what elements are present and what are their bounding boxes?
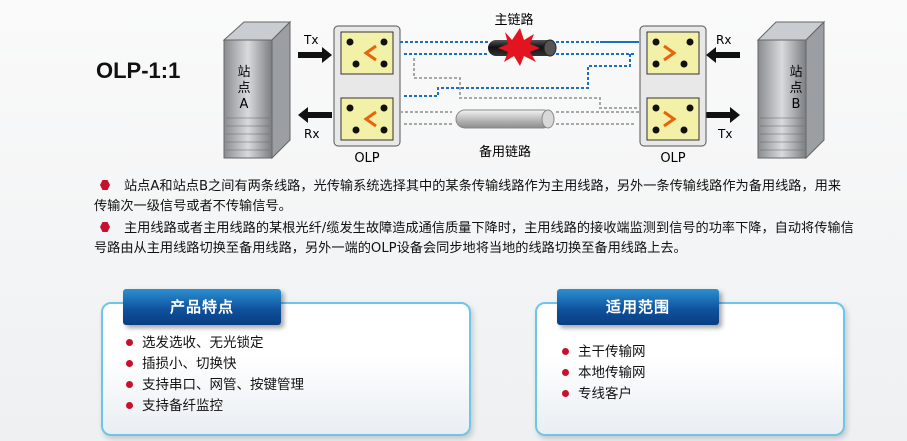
list-item: 支持串口、网管、按键管理	[126, 375, 304, 396]
page-title: OLP-1:1	[96, 58, 181, 83]
olp-label-right: OLP	[660, 151, 685, 166]
site-a-rack	[222, 20, 292, 160]
site-b-label-1: 站	[789, 65, 802, 80]
bullet-icon	[562, 369, 569, 376]
list-item: 选发选收、无光锁定	[126, 333, 304, 354]
description-paragraph-2: 主用线路或者主用线路的某根光纤/缆发生故障造成通信质量下降时，主用线路的接收端监…	[94, 221, 854, 256]
hexagon-bullet-icon	[100, 222, 110, 232]
hexagon-bullet-icon	[100, 180, 110, 190]
arrow-left-icon	[706, 47, 740, 63]
rx-label-left: Rx	[304, 127, 319, 141]
olp-device-right	[639, 25, 707, 147]
list-item: 主干传输网	[562, 342, 646, 363]
list-item: 支持备纤监控	[126, 396, 304, 417]
olp-diagram: 站 点 A 站 点 B Tx Rx Rx Tx OLP	[222, 12, 826, 166]
backup-link-cable	[455, 109, 555, 129]
features-title: 产品特点	[123, 289, 281, 325]
olp-device-left	[333, 25, 401, 147]
site-a-label-1: 站	[237, 65, 250, 80]
bullet-icon	[126, 381, 133, 388]
list-item: 专线客户	[562, 384, 646, 405]
arrow-right-icon	[298, 47, 332, 63]
site-b-label-3: B	[792, 97, 801, 112]
applications-list: 主干传输网 本地传输网 专线客户	[562, 342, 646, 405]
site-a-label-3: A	[240, 97, 249, 112]
bullet-icon	[562, 390, 569, 397]
list-item: 插损小、切换快	[126, 354, 304, 375]
applications-title: 适用范围	[557, 289, 719, 325]
olp-label-left: OLP	[354, 151, 379, 166]
main-link-cable	[488, 28, 557, 66]
site-b-rack	[756, 20, 826, 160]
features-list: 选发选收、无光锁定 插损小、切换快 支持串口、网管、按键管理 支持备纤监控	[126, 333, 304, 417]
bullet-icon	[126, 402, 133, 409]
site-a-label-2: 点	[237, 81, 250, 96]
bullet-icon	[126, 339, 133, 346]
tx-label-left: Tx	[303, 33, 318, 47]
main-link-lines	[400, 41, 640, 97]
rx-label-right: Rx	[716, 33, 731, 47]
list-item: 本地传输网	[562, 363, 646, 384]
bullet-icon	[562, 348, 569, 355]
fault-burst-icon	[498, 28, 540, 66]
backup-link-lines	[400, 58, 640, 125]
description-paragraph-1: 站点A和站点B之间有两条线路，光传输系统选择其中的某条传输线路作为主用线路，另外…	[94, 179, 842, 214]
backup-link-label: 备用链路	[479, 144, 531, 160]
arrow-left-icon	[298, 107, 332, 123]
site-b-label-2: 点	[789, 81, 802, 96]
tx-label-right: Tx	[717, 127, 732, 141]
bullet-icon	[126, 360, 133, 367]
main-link-label: 主链路	[494, 12, 533, 28]
arrow-right-icon	[706, 107, 740, 123]
